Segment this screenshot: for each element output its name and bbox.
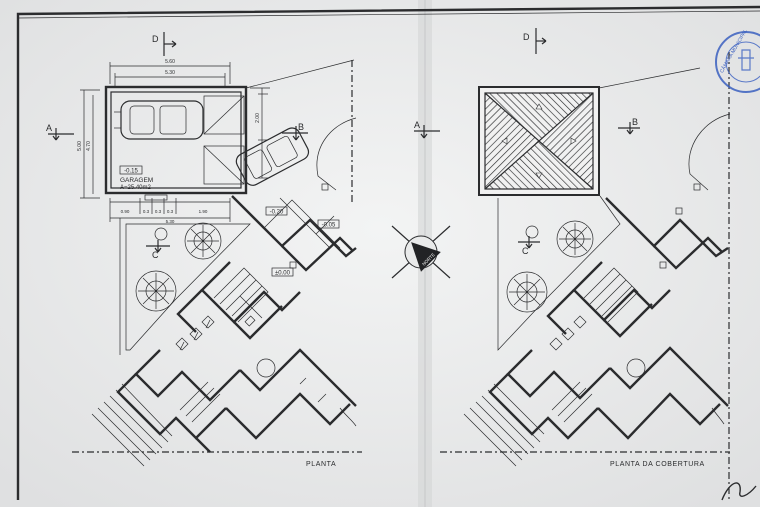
bottom-dim-2: 0.3	[155, 209, 162, 214]
section-mark-a: A	[46, 123, 74, 141]
top-dim-inner: 5.30	[165, 70, 175, 76]
right-plan-title: PLANTA DA COBERTURA	[610, 461, 705, 468]
building-walls-detail	[91, 197, 357, 467]
garage-bottom-dimensions	[109, 198, 231, 222]
bottom-dim-4: 1.90	[199, 209, 208, 214]
svg-text:B: B	[298, 122, 304, 132]
garage-area: A=25.40m2	[120, 185, 152, 191]
section-mark-c-right: C	[518, 236, 540, 256]
level-yard: -0.05	[322, 223, 336, 229]
svg-text:C: C	[152, 250, 159, 260]
top-dim-outer: 5.60	[165, 59, 175, 65]
building-walls-right	[488, 197, 729, 440]
svg-text:C: C	[522, 246, 529, 256]
garage-level-box	[119, 165, 143, 175]
shrub-symbol	[154, 227, 168, 241]
tree-symbol-2	[135, 270, 177, 312]
bottom-dim-1: 0.3	[143, 209, 150, 214]
garage-outer-wall	[104, 85, 248, 195]
left-plan-title: PLANTA	[306, 461, 336, 468]
tree-symbol-1	[184, 222, 222, 260]
left-floor-plan: 5.60 5.30 5.00 4.70 2.00	[46, 32, 362, 468]
building-walls-left	[116, 195, 357, 453]
garage-inner-wall	[110, 91, 242, 189]
north-arrow: NORTE	[391, 225, 451, 279]
svg-text:A: A	[46, 123, 52, 133]
garage-door-upper	[203, 95, 245, 135]
svg-text:D: D	[523, 32, 530, 42]
frame-top-inner	[17, 10, 760, 19]
tree-symbol-4	[506, 271, 548, 313]
bottom-dim-0: 0.90	[121, 209, 130, 214]
svg-text:B: B	[632, 117, 638, 127]
svg-text:A: A	[414, 120, 420, 130]
svg-text:D: D	[152, 34, 159, 44]
garage-door-lower	[203, 145, 245, 185]
level-terrace: -0.20	[270, 210, 284, 216]
bottom-dim-3: 0.3	[167, 209, 174, 214]
section-mark-c: C	[146, 240, 170, 260]
section-mark-d: D	[152, 32, 177, 56]
right-dim: 2.00	[255, 113, 261, 123]
tree-symbol-3	[556, 220, 594, 258]
garage-left-dimensions	[80, 89, 100, 199]
shrub-symbol-right	[525, 225, 539, 239]
bottom-dim-total: 5.30	[166, 219, 175, 224]
garage-roof-hatched	[478, 86, 600, 196]
section-mark-a-right: A	[414, 120, 440, 139]
section-mark-d-right: D	[523, 28, 547, 54]
planters	[175, 183, 329, 351]
left-dim-outer: 5.00	[77, 141, 83, 151]
left-dim-inner: 4.70	[86, 141, 92, 151]
section-mark-b-right: B	[618, 117, 640, 135]
right-roof-plan: D A B C	[414, 28, 731, 500]
signature	[721, 482, 757, 501]
garage-top-dimensions	[109, 62, 231, 86]
garden-area	[125, 223, 251, 351]
car-outside	[235, 127, 310, 186]
curved-path-left	[316, 117, 357, 191]
section-mark-b: B	[282, 122, 308, 141]
garage-name: GARAGEM	[120, 177, 153, 184]
level-entry: ±0.00	[275, 271, 291, 277]
car-in-garage	[114, 100, 204, 140]
sheet-frame	[16, 5, 760, 500]
garage-level: -0.15	[124, 169, 138, 175]
curved-path-right	[688, 113, 731, 191]
building-walls-detail-right	[463, 183, 725, 467]
garden-area-right	[497, 195, 621, 351]
